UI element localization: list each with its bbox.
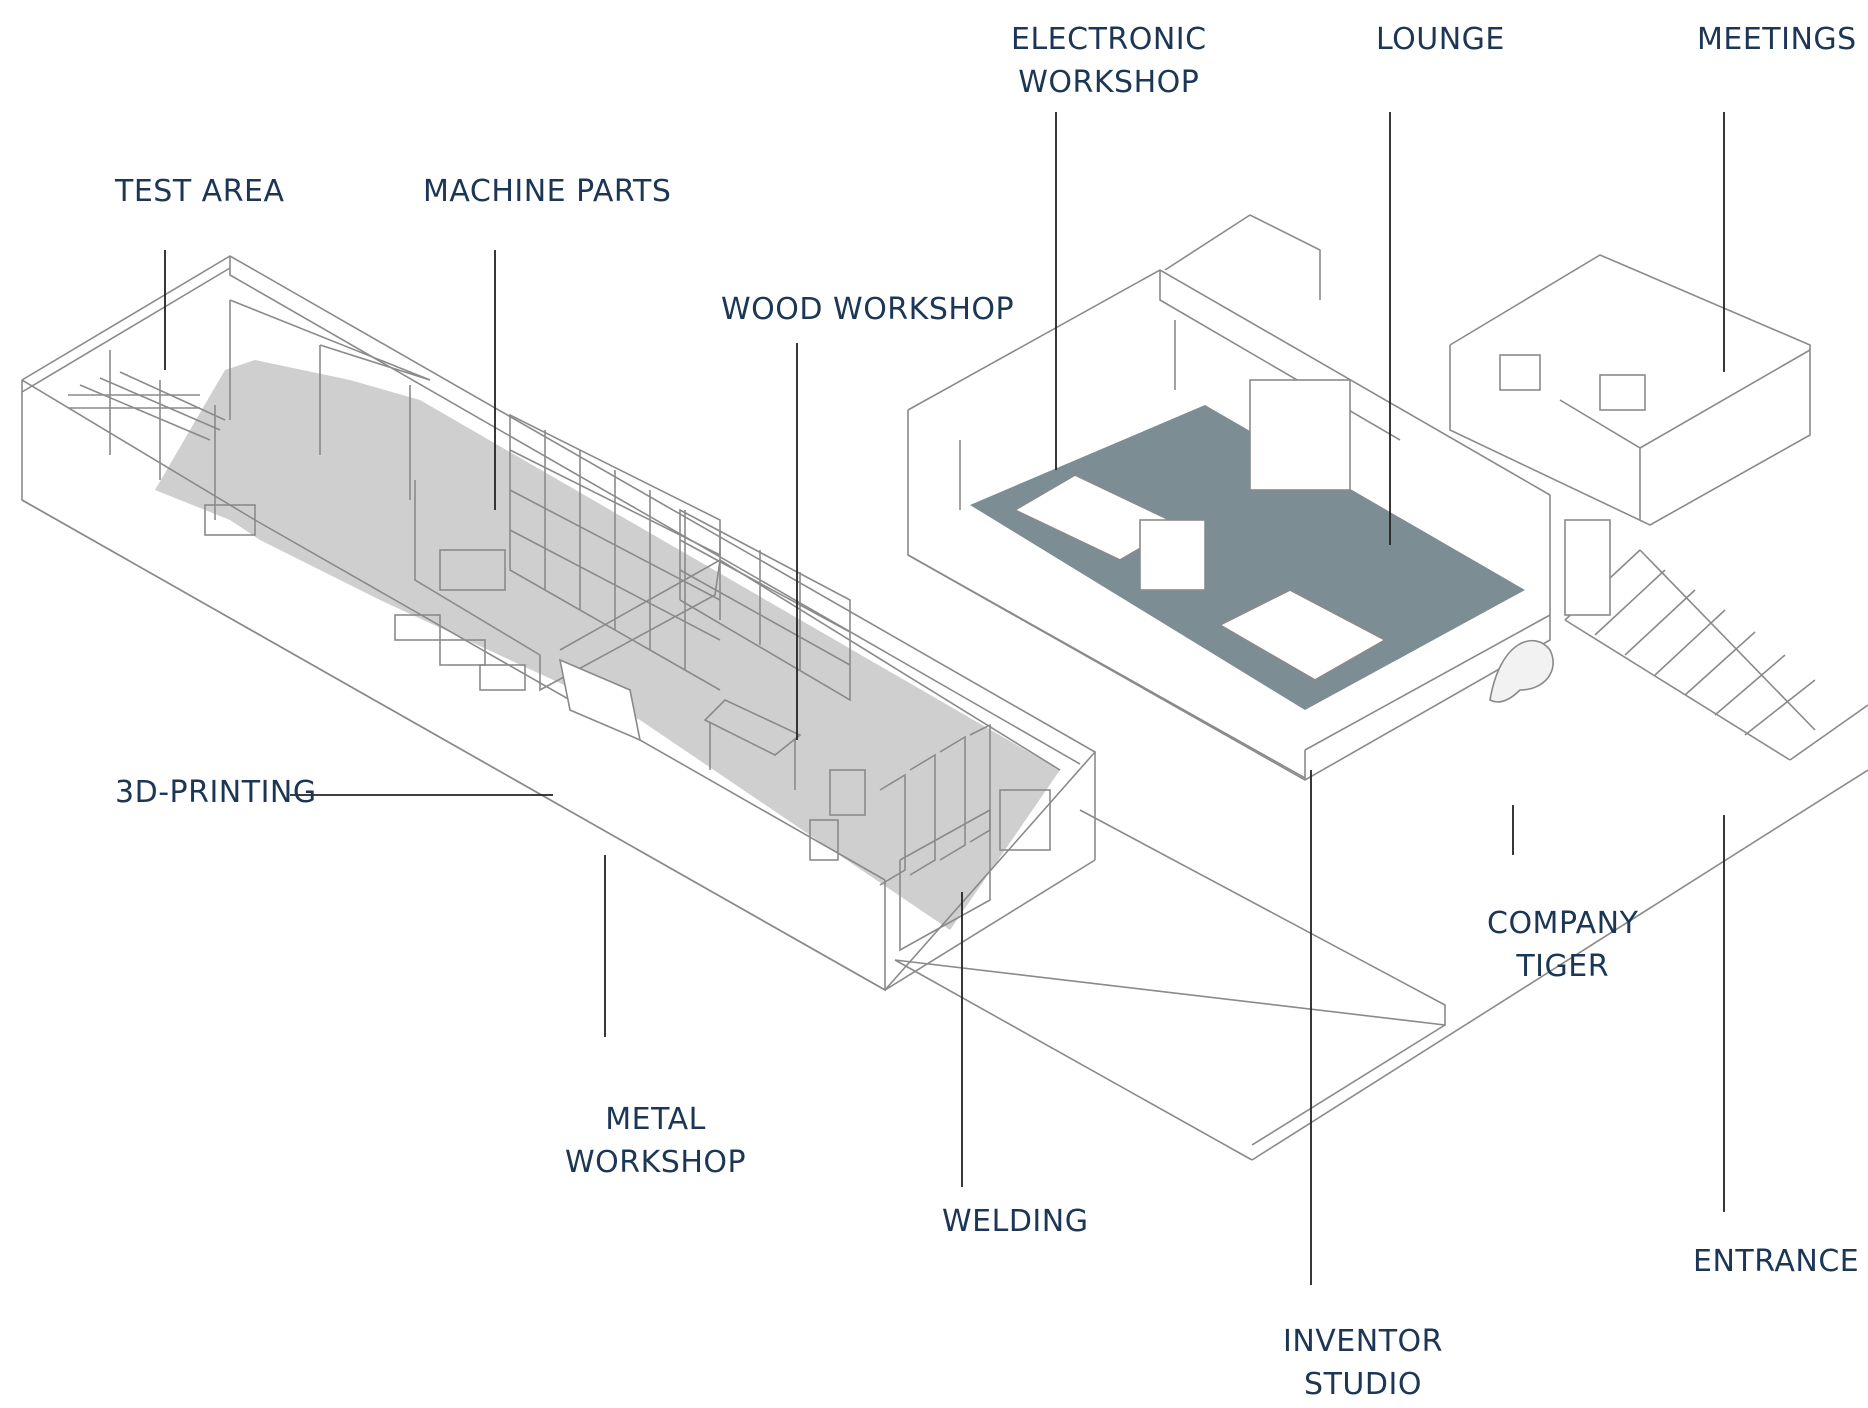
studio-desks: [1013, 379, 1387, 681]
wood-workshop-shelving: [558, 508, 851, 790]
tiger-statue: [1489, 639, 1554, 703]
label-electronic-workshop: ELECTRONIC WORKSHOP: [1011, 22, 1207, 100]
label-entrance: ENTRANCE: [1693, 1244, 1860, 1279]
label-wood-workshop: WOOD WORKSHOP: [721, 292, 1015, 327]
label-test-area: TEST AREA: [115, 174, 285, 209]
welding-curtain: [809, 723, 1051, 952]
label-machine-parts: MACHINE PARTS: [423, 174, 672, 209]
label-inventor-studio: INVENTOR STUDIO: [1283, 1324, 1443, 1402]
3d-printers: [394, 614, 526, 691]
workshop-building: [21, 255, 1868, 1161]
test-area-rack: [68, 350, 256, 536]
workshop-floor: [155, 360, 1060, 930]
test-area-frame: [229, 299, 431, 500]
label-lounge: LOUNGE: [1376, 22, 1505, 57]
label-welding: WELDING: [942, 1204, 1089, 1239]
entrance-stairs: [1564, 519, 1868, 761]
machine-parts-shelving: [439, 413, 721, 691]
leader-lines: [164, 112, 1725, 1285]
label-company-tiger: COMPANY TIGER: [1487, 906, 1639, 984]
label-metal-workshop: METAL WORKSHOP: [565, 1102, 747, 1180]
studio-building: [907, 214, 1868, 781]
label-3d-printing: 3D-PRINTING: [115, 775, 317, 810]
label-meetings: MEETINGS: [1697, 22, 1857, 57]
studio-floor: [970, 405, 1525, 710]
